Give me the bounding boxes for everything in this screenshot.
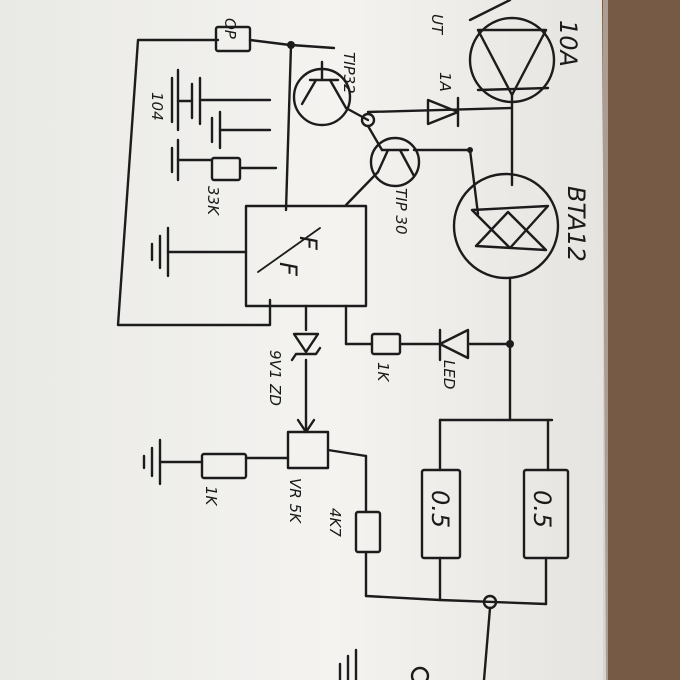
ic-label-bottom: F xyxy=(274,262,302,277)
resistor-1k-bottom xyxy=(200,452,248,480)
bottom-bus xyxy=(364,594,548,606)
led-label: LED xyxy=(440,360,458,389)
feedback-wire xyxy=(116,38,272,327)
bta12-label: BTA12 xyxy=(562,186,590,262)
fuse-label: 10A xyxy=(554,20,582,67)
ic-label-top: F xyxy=(294,236,322,251)
paper-sheet xyxy=(0,0,606,680)
tip30-transistor xyxy=(369,136,421,188)
resistor-33k xyxy=(210,156,242,182)
fuse-symbol xyxy=(476,28,548,97)
pot-label: VR 5K xyxy=(286,478,304,524)
zener-label: 9V1 ZD xyxy=(266,350,284,406)
zener-diode xyxy=(292,332,320,354)
output-label: UT xyxy=(428,14,446,36)
resistor-1k-mid xyxy=(370,332,402,356)
shunt-1-label: 0.5 xyxy=(426,490,454,528)
diode-1a-label: 1A xyxy=(436,72,454,92)
resistor-1k-mid-label: 1K xyxy=(374,362,392,383)
pot-vr5k xyxy=(286,430,330,470)
tip30-label: TIP 30 xyxy=(392,188,410,235)
diode-1a xyxy=(426,98,460,126)
bta12-triac xyxy=(452,172,560,280)
top-resistor-label: OP xyxy=(221,18,239,40)
resistor-4k7 xyxy=(354,510,382,554)
resistor-4k7-label: 4K7 xyxy=(326,508,344,537)
led xyxy=(438,328,470,360)
ic-chip xyxy=(244,204,368,308)
resistor-1k-bottom-label: 1K xyxy=(202,486,220,507)
shunt-2-label: 0.5 xyxy=(528,490,556,528)
resistor-33k-label: 33K xyxy=(204,186,222,216)
capacitor-104-label: 104 xyxy=(148,92,166,121)
tip32-label: TIP32 xyxy=(340,52,358,94)
